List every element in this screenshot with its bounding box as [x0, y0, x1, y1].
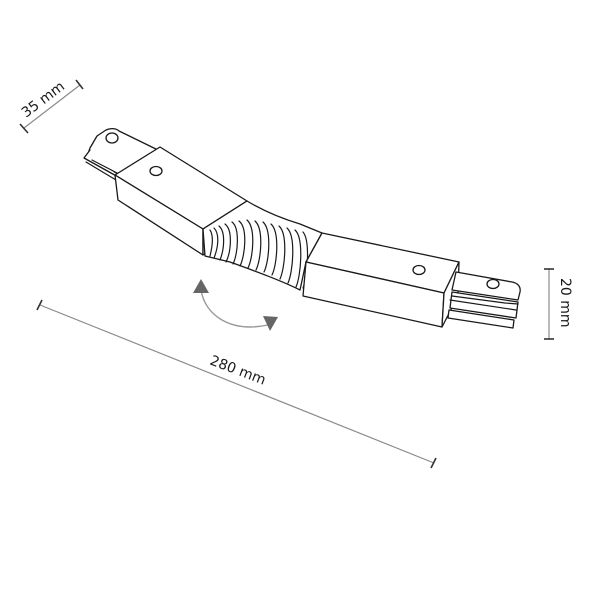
dimension-height-label: 20 mm — [557, 278, 573, 328]
connector-right — [302, 232, 521, 329]
dimension-width: 35 mm — [19, 79, 84, 134]
rotation-arrow-icon — [193, 279, 278, 331]
dimension-height: 20 mm — [544, 268, 573, 340]
flexible-bellows — [202, 200, 323, 291]
dimension-length-label: 280 mm — [208, 353, 268, 389]
